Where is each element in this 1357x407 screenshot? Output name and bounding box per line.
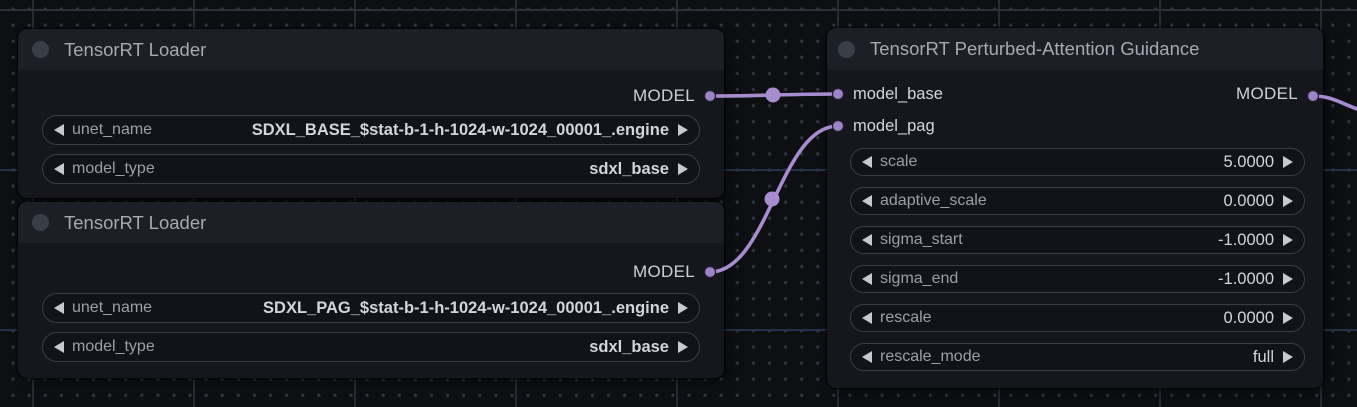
widget-value: 0.0000 [1223, 191, 1274, 210]
widget-model-type[interactable]: model_type sdxl_base [42, 332, 700, 362]
collapse-dot-icon[interactable] [32, 214, 49, 231]
decrement-arrow-icon[interactable] [862, 234, 872, 246]
increment-arrow-icon[interactable] [1283, 312, 1293, 324]
widget-label: sigma_start [880, 231, 963, 248]
widget-value: 5.0000 [1223, 152, 1274, 171]
increment-arrow-icon[interactable] [1283, 156, 1293, 168]
node-tensorrt-loader-base[interactable]: TensorRT Loader MODEL unet_name SDXL_BAS… [18, 29, 724, 198]
node-title: TensorRT Loader [64, 39, 207, 60]
decrement-arrow-icon[interactable] [862, 156, 872, 168]
widget-value: full [1252, 347, 1274, 366]
widget-label: unet_name [72, 299, 153, 316]
grid-line [0, 9, 1357, 11]
decrement-arrow-icon[interactable] [54, 163, 64, 175]
node-titlebar[interactable]: TensorRT Perturbed-Attention Guidance [827, 28, 1323, 70]
widget-label: model_type [72, 160, 155, 177]
input-label-model-base: model_base [853, 85, 943, 103]
widget-adaptive-scale[interactable]: adaptive_scale 0.0000 [850, 187, 1305, 215]
node-title: TensorRT Perturbed-Attention Guidance [870, 38, 1200, 59]
widget-value: -1.0000 [1218, 230, 1274, 249]
widget-value: sdxl_base [589, 337, 669, 356]
increment-arrow-icon[interactable] [1283, 195, 1293, 207]
widget-unet-name[interactable]: unet_name SDXL_PAG_$stat-b-1-h-1024-w-10… [42, 293, 700, 323]
increment-arrow-icon[interactable] [1283, 273, 1293, 285]
output-label: MODEL [1236, 84, 1298, 103]
node-tensorrt-pag-guidance[interactable]: TensorRT Perturbed-Attention Guidance mo… [827, 28, 1323, 388]
widget-value: 0.0000 [1223, 308, 1274, 327]
input-row-model-base: model_base MODEL [827, 80, 1323, 108]
decrement-arrow-icon[interactable] [54, 124, 64, 136]
increment-arrow-icon[interactable] [678, 341, 688, 353]
collapse-dot-icon[interactable] [838, 41, 855, 58]
increment-arrow-icon[interactable] [1283, 351, 1293, 363]
widget-label: rescale_mode [880, 348, 981, 365]
widget-model-type[interactable]: model_type sdxl_base [42, 154, 700, 184]
increment-arrow-icon[interactable] [1283, 234, 1293, 246]
widget-label: scale [880, 153, 918, 170]
link-midpoint-dot[interactable] [764, 191, 780, 207]
collapse-dot-icon[interactable] [32, 41, 49, 58]
decrement-arrow-icon[interactable] [862, 273, 872, 285]
increment-arrow-icon[interactable] [678, 163, 688, 175]
widget-sigma-end[interactable]: sigma_end -1.0000 [850, 265, 1305, 293]
node-titlebar[interactable]: TensorRT Loader [18, 202, 724, 243]
link-base-to-model-base [708, 92, 840, 98]
decrement-arrow-icon[interactable] [862, 351, 872, 363]
decrement-arrow-icon[interactable] [54, 341, 64, 353]
link-pag-to-model-pag [708, 124, 840, 274]
widget-label: model_type [72, 338, 155, 355]
widget-unet-name[interactable]: unet_name SDXL_BASE_$stat-b-1-h-1024-w-1… [42, 115, 700, 145]
link-midpoint-dot[interactable] [765, 87, 781, 103]
widget-scale[interactable]: scale 5.0000 [850, 148, 1305, 176]
widget-value: SDXL_BASE_$stat-b-1-h-1024-w-1024_00001_… [251, 120, 669, 139]
decrement-arrow-icon[interactable] [862, 312, 872, 324]
widget-label: rescale [880, 309, 932, 326]
widget-label: adaptive_scale [880, 192, 987, 209]
widget-sigma-start[interactable]: sigma_start -1.0000 [850, 226, 1305, 254]
output-label: MODEL [633, 262, 695, 281]
input-label-model-pag: model_pag [853, 117, 935, 135]
increment-arrow-icon[interactable] [678, 302, 688, 314]
decrement-arrow-icon[interactable] [54, 302, 64, 314]
widget-value: sdxl_base [589, 159, 669, 178]
input-row-model-pag: model_pag [827, 112, 1323, 140]
decrement-arrow-icon[interactable] [862, 195, 872, 207]
widget-rescale[interactable]: rescale 0.0000 [850, 304, 1305, 332]
widget-rescale-mode[interactable]: rescale_mode full [850, 343, 1305, 371]
output-row-model: MODEL [18, 258, 724, 286]
increment-arrow-icon[interactable] [678, 124, 688, 136]
widget-label: sigma_end [880, 270, 959, 287]
widget-label: unet_name [72, 121, 153, 138]
node-titlebar[interactable]: TensorRT Loader [18, 29, 724, 70]
node-title: TensorRT Loader [64, 212, 207, 233]
widget-value: -1.0000 [1218, 269, 1274, 288]
output-row-model: MODEL [18, 82, 724, 110]
widget-value: SDXL_PAG_$stat-b-1-h-1024-w-1024_00001_.… [263, 298, 669, 317]
node-tensorrt-loader-pag[interactable]: TensorRT Loader MODEL unet_name SDXL_PAG… [18, 202, 724, 378]
output-label: MODEL [633, 86, 695, 105]
